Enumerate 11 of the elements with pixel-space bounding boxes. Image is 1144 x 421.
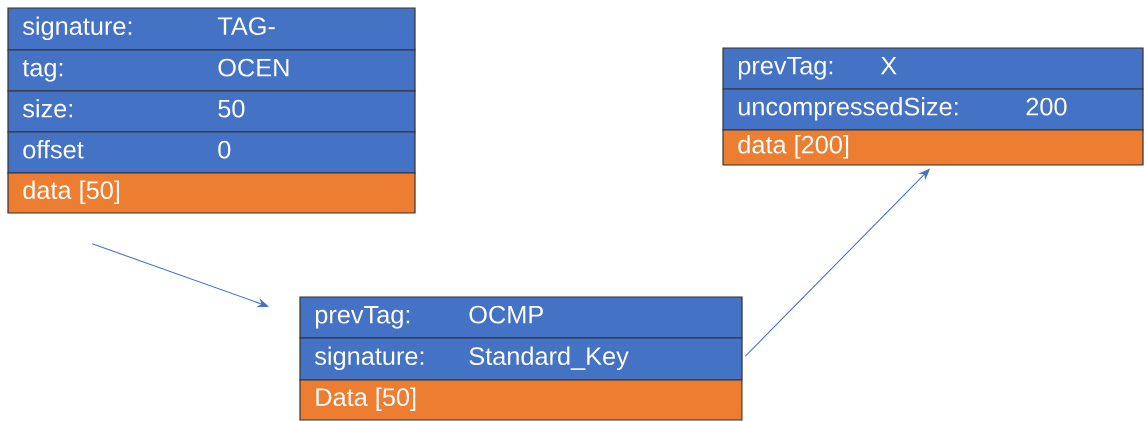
table-row: Data [50] <box>299 379 743 421</box>
table-row: prevTag: X <box>722 47 1144 90</box>
table-row: uncompressedSize: 200 <box>722 88 1144 131</box>
table-row: data [200] <box>722 129 1144 166</box>
table-row: signature: TAG- <box>7 7 416 51</box>
table-row: offset 0 <box>7 131 416 174</box>
table-row: tag: OCEN <box>7 49 416 92</box>
table-row: data [50] <box>7 172 416 214</box>
table-row: signature: Standard_Key <box>299 337 743 381</box>
table-row: prevTag: OCMP <box>299 296 743 339</box>
table-row: size: 50 <box>7 90 416 133</box>
